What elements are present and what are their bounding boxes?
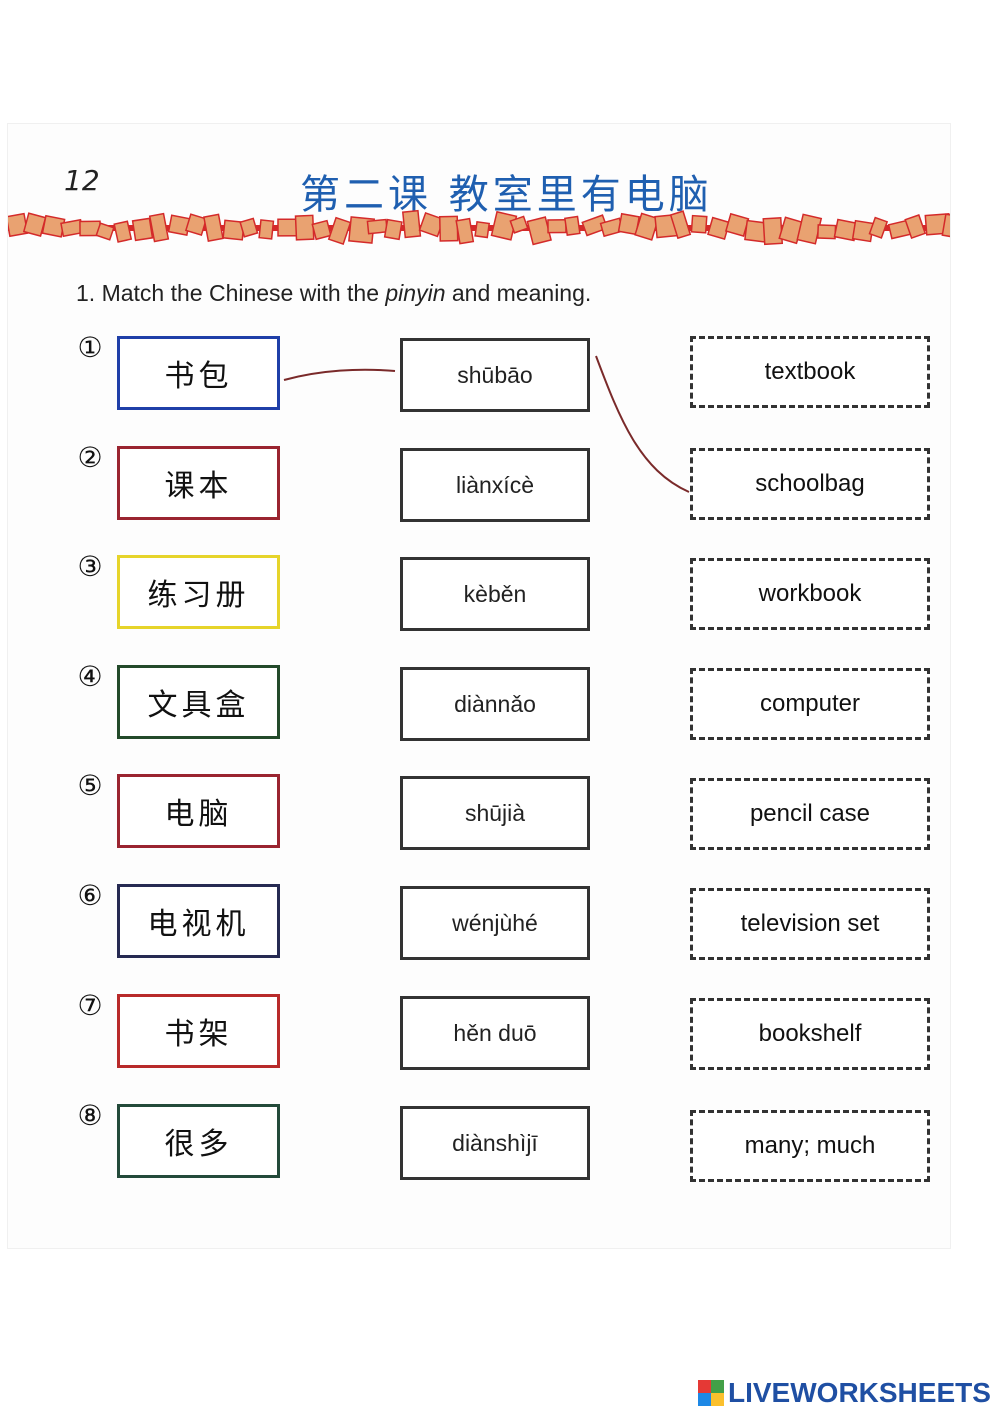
row-number: ⑥: [77, 879, 103, 912]
logo-square-4: [711, 1393, 724, 1406]
strip-tile: [203, 213, 224, 242]
strip-tile: [239, 217, 259, 238]
logo-square-2: [711, 1380, 724, 1393]
chinese-box[interactable]: 书架: [117, 994, 280, 1068]
chinese-box[interactable]: 课本: [117, 446, 280, 520]
strip-tile: [95, 222, 115, 241]
strip-tile: [258, 219, 275, 240]
instruction-suffix: and meaning.: [445, 280, 592, 306]
meaning-box[interactable]: textbook: [690, 336, 930, 408]
brand-text: LIVEWORKSHEETS: [728, 1377, 991, 1408]
strip-tile: [327, 216, 352, 246]
meaning-box[interactable]: computer: [690, 668, 930, 740]
liveworksheets-logo-icon: [698, 1380, 724, 1406]
row-number: ②: [77, 441, 103, 474]
lesson-title: 第二课 教室里有电脑: [300, 172, 713, 218]
instruction-text: 1. Match the Chinese with the pinyin and…: [76, 280, 591, 307]
strip-tile: [762, 217, 784, 246]
strip-tile: [547, 219, 567, 234]
logo-square-1: [698, 1380, 711, 1393]
row-number: ⑧: [77, 1099, 103, 1132]
strip-tile: [113, 220, 133, 243]
strip-tile: [148, 212, 170, 243]
strip-tile: [311, 219, 332, 241]
chinese-box[interactable]: 书包: [117, 336, 280, 410]
strip-tile: [564, 215, 581, 237]
pinyin-box[interactable]: diànnǎo: [400, 667, 590, 741]
meaning-box[interactable]: pencil case: [690, 778, 930, 850]
meaning-box[interactable]: bookshelf: [690, 998, 930, 1070]
strip-tile: [455, 217, 475, 245]
strip-tile: [8, 212, 29, 238]
instruction-italic: pinyin: [385, 280, 446, 306]
strip-tile: [816, 224, 837, 240]
pinyin-box[interactable]: kèběn: [400, 557, 590, 631]
pinyin-box[interactable]: shūbāo: [400, 338, 590, 412]
pinyin-box[interactable]: hěn duō: [400, 996, 590, 1070]
strip-tile: [474, 220, 491, 239]
row-number: ⑤: [77, 769, 103, 802]
chinese-box[interactable]: 电视机: [117, 884, 280, 958]
strip-tile: [401, 209, 422, 239]
pinyin-box[interactable]: wénjùhé: [400, 886, 590, 960]
page-number: 12: [64, 164, 100, 197]
meaning-box[interactable]: workbook: [690, 558, 930, 630]
chinese-box[interactable]: 电脑: [117, 774, 280, 848]
decorative-border-strip: [8, 209, 950, 246]
chinese-box[interactable]: 练习册: [117, 555, 280, 629]
meaning-box[interactable]: schoolbag: [690, 448, 930, 520]
instruction-prefix: 1. Match the Chinese with the: [76, 280, 386, 306]
pinyin-box[interactable]: liànxícè: [400, 448, 590, 522]
row-number: ①: [77, 331, 103, 364]
strip-tile: [438, 215, 459, 242]
strip-tile: [184, 213, 208, 237]
strip-tile: [868, 216, 889, 239]
row-number: ⑦: [77, 989, 103, 1022]
liveworksheets-brand[interactable]: LIVEWORKSHEETS: [698, 1376, 991, 1410]
chinese-box[interactable]: 文具盒: [117, 665, 280, 739]
meaning-box[interactable]: television set: [690, 888, 930, 960]
strip-tile: [131, 217, 154, 242]
row-number: ③: [77, 550, 103, 583]
pinyin-box[interactable]: diànshìjī: [400, 1106, 590, 1180]
strip-tile: [904, 214, 927, 239]
chinese-box[interactable]: 很多: [117, 1104, 280, 1178]
row-number: ④: [77, 660, 103, 693]
strip-tile: [634, 212, 660, 241]
strip-tile: [690, 214, 708, 234]
strip-tile: [366, 218, 389, 235]
strip-tile: [383, 218, 403, 241]
strip-tile: [294, 214, 315, 241]
strip-tile: [509, 215, 529, 234]
strip-tile: [669, 210, 692, 240]
logo-square-3: [698, 1393, 711, 1406]
strip-tile: [941, 213, 950, 239]
pinyin-box[interactable]: shūjià: [400, 776, 590, 850]
meaning-box[interactable]: many; much: [690, 1110, 930, 1182]
